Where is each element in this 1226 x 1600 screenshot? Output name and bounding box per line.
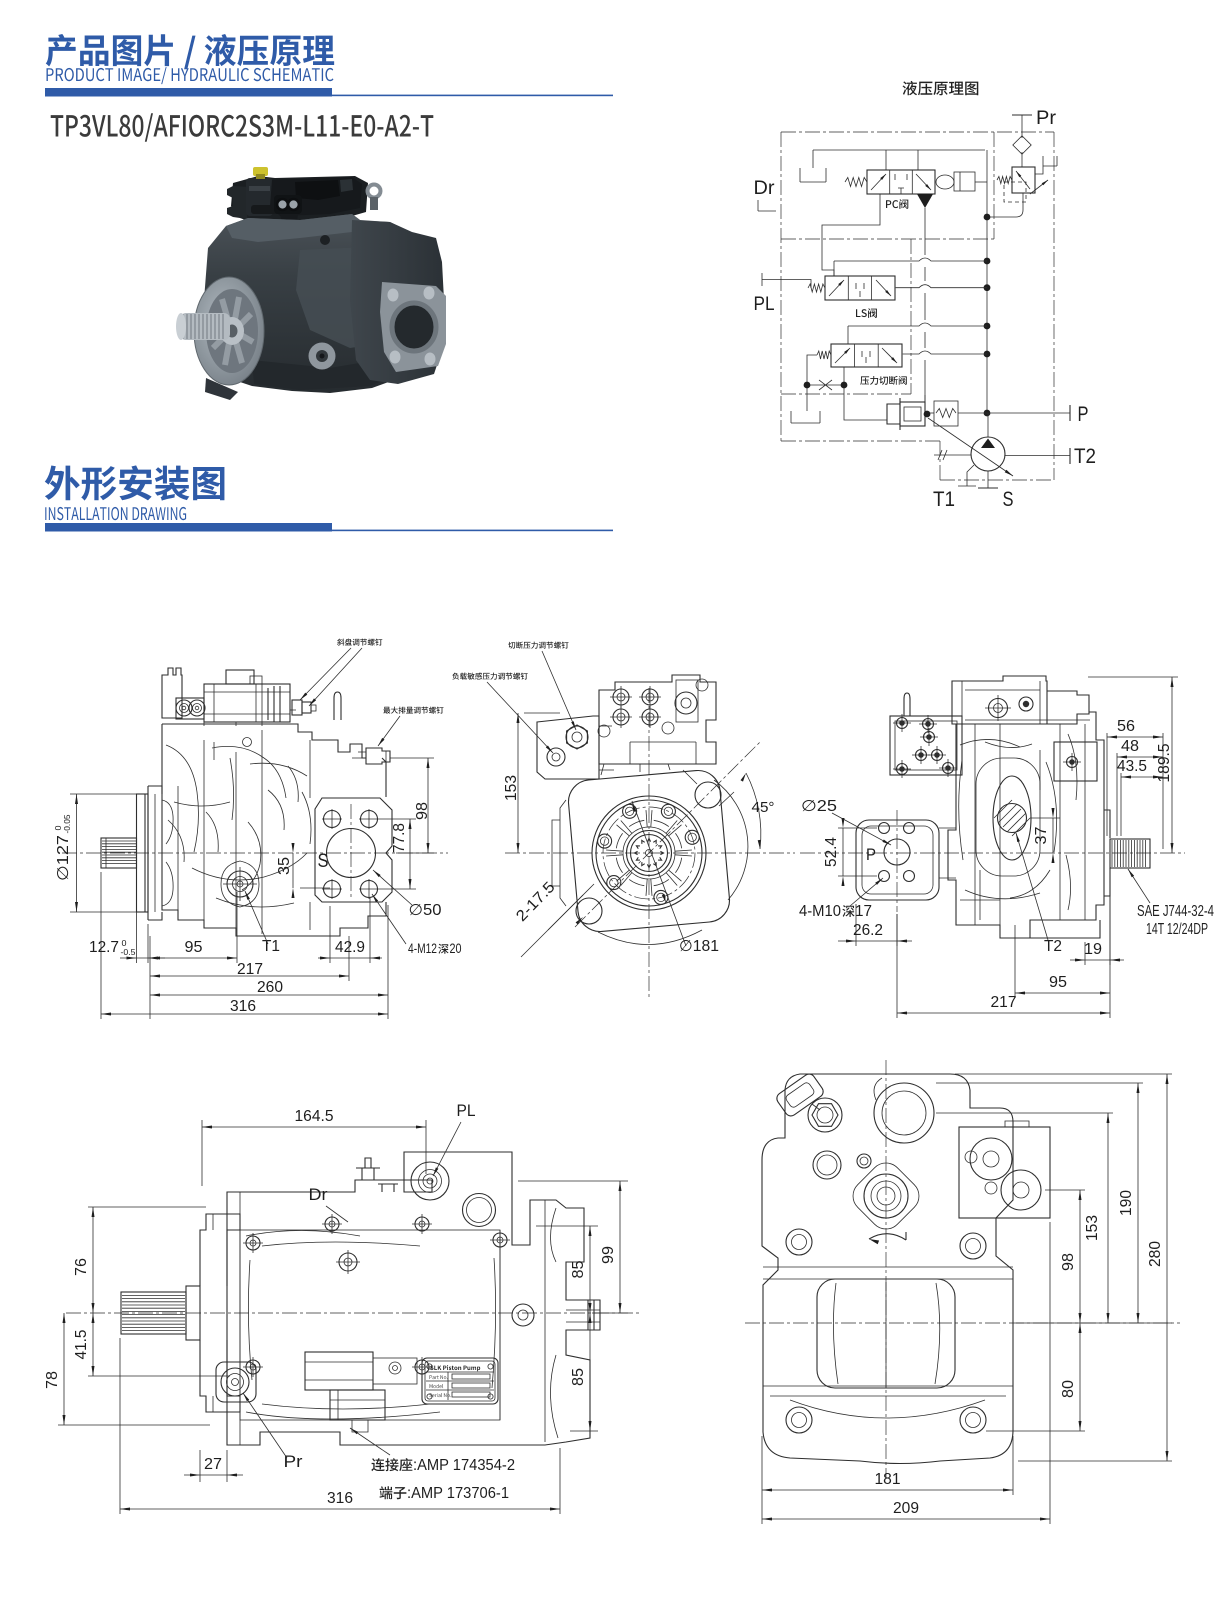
svg-text:190: 190: [1118, 1190, 1135, 1216]
svg-text:153: 153: [1084, 1215, 1101, 1241]
svg-text:35: 35: [276, 857, 293, 875]
svg-text:∅50: ∅50: [409, 902, 442, 919]
svg-text:4-M10: 4-M10: [799, 903, 841, 920]
svg-text:98: 98: [414, 802, 431, 820]
svg-text:209: 209: [893, 1500, 919, 1517]
svg-text:T1: T1: [933, 488, 955, 511]
svg-text:316: 316: [230, 998, 256, 1015]
svg-text:52.4: 52.4: [823, 837, 840, 867]
svg-text:14T 12/24DP: 14T 12/24DP: [1146, 921, 1208, 938]
svg-text:42.9: 42.9: [335, 939, 365, 956]
svg-text:-0.05: -0.05: [62, 814, 72, 833]
svg-text:T2: T2: [1044, 938, 1062, 955]
svg-text:-0.5: -0.5: [121, 947, 136, 957]
svg-text:0: 0: [53, 825, 63, 830]
svg-text::AMP 173706-1: :AMP 173706-1: [407, 1485, 509, 1502]
svg-text:189.5: 189.5: [1156, 744, 1173, 783]
svg-text:316: 316: [327, 1490, 353, 1507]
svg-text:S: S: [1003, 488, 1014, 511]
svg-text:12.7: 12.7: [89, 939, 119, 956]
svg-text:78: 78: [44, 1371, 61, 1389]
svg-text:19: 19: [1084, 941, 1102, 958]
svg-text:217: 217: [237, 961, 263, 978]
svg-text:85: 85: [570, 1261, 587, 1279]
svg-text:T1: T1: [262, 938, 280, 955]
svg-text:0: 0: [122, 938, 127, 948]
svg-text:PL: PL: [457, 1101, 476, 1120]
svg-text:76: 76: [73, 1258, 90, 1276]
svg-text:Pr: Pr: [1036, 108, 1057, 129]
svg-text:181: 181: [875, 1471, 901, 1488]
svg-text:85: 85: [570, 1368, 587, 1386]
svg-text:95: 95: [1049, 974, 1067, 991]
svg-text:45°: 45°: [752, 799, 775, 816]
svg-text:280: 280: [1147, 1241, 1164, 1267]
svg-text:43.5: 43.5: [1117, 758, 1147, 775]
svg-text:37: 37: [1033, 827, 1050, 845]
svg-text:48: 48: [1121, 738, 1139, 755]
svg-text:217: 217: [991, 994, 1017, 1011]
svg-text:SAE J744-32-4: SAE J744-32-4: [1137, 903, 1214, 920]
svg-text:∅127: ∅127: [55, 835, 72, 881]
svg-text:4-M12: 4-M12: [408, 940, 437, 956]
svg-text:Dr: Dr: [309, 1185, 328, 1204]
svg-text:∅25: ∅25: [801, 798, 837, 815]
svg-text:80: 80: [1060, 1380, 1077, 1398]
svg-text:27: 27: [204, 1456, 222, 1473]
svg-text:PL: PL: [754, 294, 775, 315]
svg-text:56: 56: [1117, 718, 1135, 735]
svg-text:260: 260: [257, 979, 283, 996]
svg-text:P: P: [1078, 403, 1089, 426]
svg-text::AMP 174354-2: :AMP 174354-2: [413, 1457, 515, 1474]
svg-text:∅181: ∅181: [679, 938, 719, 955]
svg-text:S: S: [318, 851, 329, 872]
svg-text:99: 99: [600, 1246, 617, 1264]
svg-text:26.2: 26.2: [853, 922, 883, 939]
svg-text:95: 95: [185, 939, 203, 956]
svg-text:153: 153: [503, 775, 520, 801]
svg-text:P: P: [866, 845, 876, 864]
svg-text:77.8: 77.8: [391, 823, 408, 853]
svg-text:98: 98: [1060, 1253, 1077, 1271]
svg-text:41.5: 41.5: [73, 1330, 90, 1360]
svg-text:2-17.5: 2-17.5: [513, 879, 559, 925]
svg-text:Dr: Dr: [754, 178, 776, 199]
svg-text:Pr: Pr: [284, 1452, 303, 1471]
svg-text:164.5: 164.5: [295, 1108, 334, 1125]
svg-text:T2: T2: [1074, 445, 1096, 468]
svg-text:17: 17: [855, 903, 872, 920]
svg-text:20: 20: [450, 940, 462, 956]
